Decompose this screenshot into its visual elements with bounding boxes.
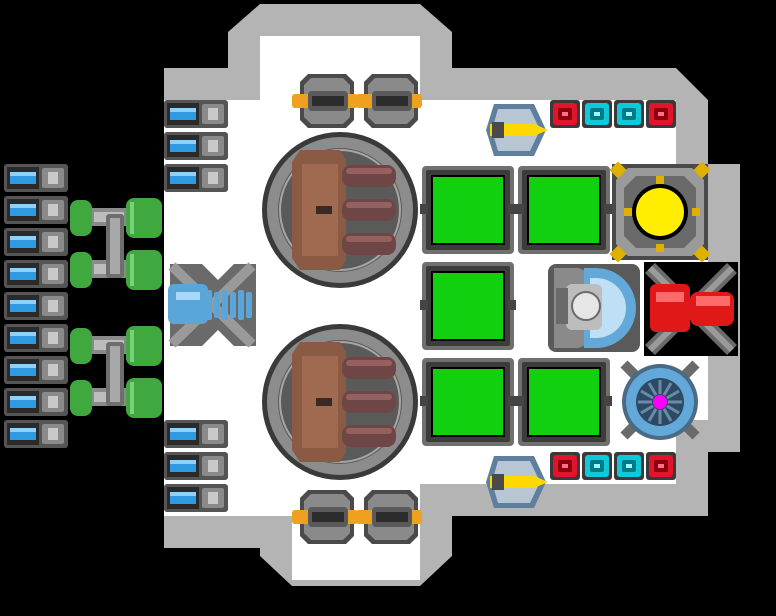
missiles — [486, 104, 548, 508]
battery-cell-icon[interactable] — [614, 100, 644, 128]
thruster-icon[interactable] — [4, 196, 68, 224]
battery-cell-icon[interactable] — [582, 452, 612, 480]
battery-cell-icon[interactable] — [614, 452, 644, 480]
thruster-icon[interactable] — [4, 164, 68, 192]
laser-turret-icon[interactable] — [292, 490, 358, 544]
engine-icon[interactable] — [70, 326, 162, 418]
reactor-icon[interactable] — [609, 161, 711, 263]
thruster-icon[interactable] — [164, 100, 228, 128]
cockpit-icon[interactable] — [548, 264, 640, 352]
battery-cell-icon[interactable] — [550, 452, 580, 480]
thruster-icon[interactable] — [4, 228, 68, 256]
lasers — [292, 74, 422, 544]
cannon-turret-icon[interactable] — [262, 324, 418, 480]
shield-generator-icon[interactable] — [620, 360, 700, 440]
laser-turret-icon[interactable] — [356, 74, 422, 128]
missile-launcher-icon[interactable] — [486, 104, 548, 156]
thruster-icon[interactable] — [4, 292, 68, 320]
laser-turret-icon[interactable] — [356, 490, 422, 544]
battery-cell-icon[interactable] — [550, 100, 580, 128]
thruster-icon[interactable] — [4, 420, 68, 448]
battery-cell-icon[interactable] — [582, 100, 612, 128]
engine-icon[interactable] — [70, 198, 162, 290]
thruster-icon[interactable] — [164, 420, 228, 448]
cannon-turret-icon[interactable] — [262, 132, 418, 288]
room-tile[interactable] — [420, 358, 516, 446]
thruster-icon[interactable] — [164, 164, 228, 192]
room-tile[interactable] — [420, 166, 516, 254]
thruster-icon[interactable] — [164, 452, 228, 480]
room-tile[interactable] — [516, 358, 612, 446]
rooms — [420, 166, 612, 446]
thruster-icon[interactable] — [4, 260, 68, 288]
thruster-icon[interactable] — [4, 324, 68, 352]
missile-launcher-icon[interactable] — [486, 456, 548, 508]
engines — [70, 198, 162, 418]
thruster-icon[interactable] — [164, 484, 228, 512]
thrusters — [4, 100, 228, 512]
room-tile[interactable] — [516, 166, 612, 254]
cannons — [262, 132, 418, 480]
laser-turret-icon[interactable] — [292, 74, 358, 128]
thruster-icon[interactable] — [4, 356, 68, 384]
red-cannon-icon[interactable] — [644, 262, 738, 356]
drill-icon[interactable] — [168, 262, 256, 348]
battery-cell-icon[interactable] — [646, 452, 676, 480]
thruster-icon[interactable] — [164, 132, 228, 160]
batteries — [550, 100, 676, 480]
battery-cell-icon[interactable] — [646, 100, 676, 128]
thruster-icon[interactable] — [4, 388, 68, 416]
room-tile[interactable] — [420, 262, 516, 350]
